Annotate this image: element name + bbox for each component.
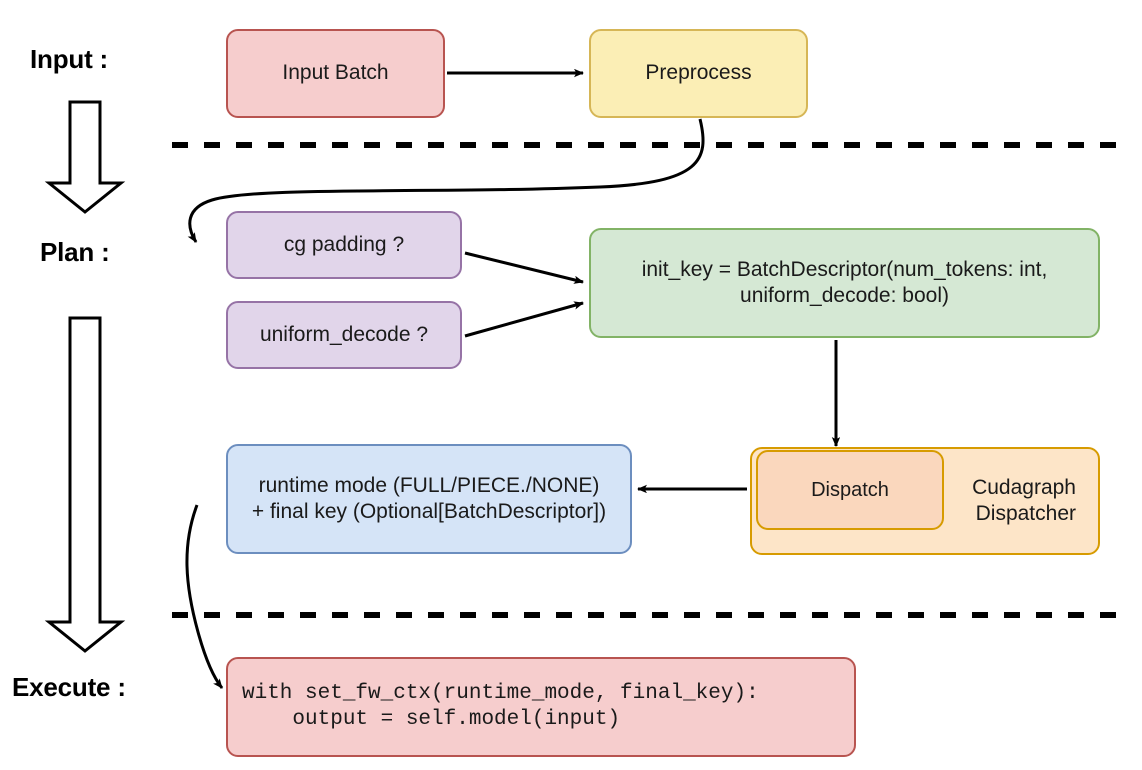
node-cudagraph-dispatcher-line2: Dispatcher: [975, 502, 1076, 525]
node-execute-code-line2: output = self.model(input): [242, 708, 621, 731]
node-execute-code-line1: with set_fw_ctx(runtime_mode, final_key)…: [242, 681, 759, 705]
node-runtime-mode-line1: runtime mode (FULL/PIECE./NONE): [258, 473, 600, 497]
node-dispatch-label: Dispatch: [811, 478, 889, 501]
input-to-plan-block-arrow: [44, 100, 126, 214]
plan-to-execute-block-arrow: [44, 316, 126, 653]
node-runtime-mode[interactable]: runtime mode (FULL/PIECE./NONE) + final …: [226, 444, 632, 554]
stage-label-execute: Execute :: [12, 672, 126, 702]
node-init-key[interactable]: init_key = BatchDescriptor(num_tokens: i…: [589, 228, 1100, 338]
node-execute-code[interactable]: with set_fw_ctx(runtime_mode, final_key)…: [226, 657, 856, 757]
node-cudagraph-dispatcher-line1: Cudagraph: [972, 475, 1076, 499]
node-input-batch[interactable]: Input Batch: [226, 29, 445, 118]
node-cg-padding[interactable]: cg padding ?: [226, 211, 462, 279]
node-init-key-line1: init_key = BatchDescriptor(num_tokens: i…: [641, 257, 1048, 281]
node-dispatch[interactable]: Dispatch: [756, 450, 944, 530]
node-init-key-line2: uniform_decode: bool): [740, 284, 949, 307]
node-cg-padding-label: cg padding ?: [283, 232, 405, 256]
node-uniform-decode-label: uniform_decode ?: [259, 322, 429, 346]
node-preprocess[interactable]: Preprocess: [589, 29, 808, 118]
node-preprocess-label: Preprocess: [645, 61, 752, 85]
stage-label-input: Input :: [30, 44, 109, 74]
edge-cgpadding-to-initkey: [464, 251, 584, 284]
node-input-batch-label: Input Batch: [282, 61, 389, 85]
stage-label-plan: Plan :: [40, 237, 110, 267]
edge-runtimemode-to-executecode: [185, 504, 224, 689]
node-uniform-decode[interactable]: uniform_decode ?: [226, 301, 462, 369]
node-runtime-mode-line2: + final key (Optional[BatchDescriptor]): [251, 500, 607, 523]
edge-uniformdecode-to-initkey: [464, 301, 584, 338]
